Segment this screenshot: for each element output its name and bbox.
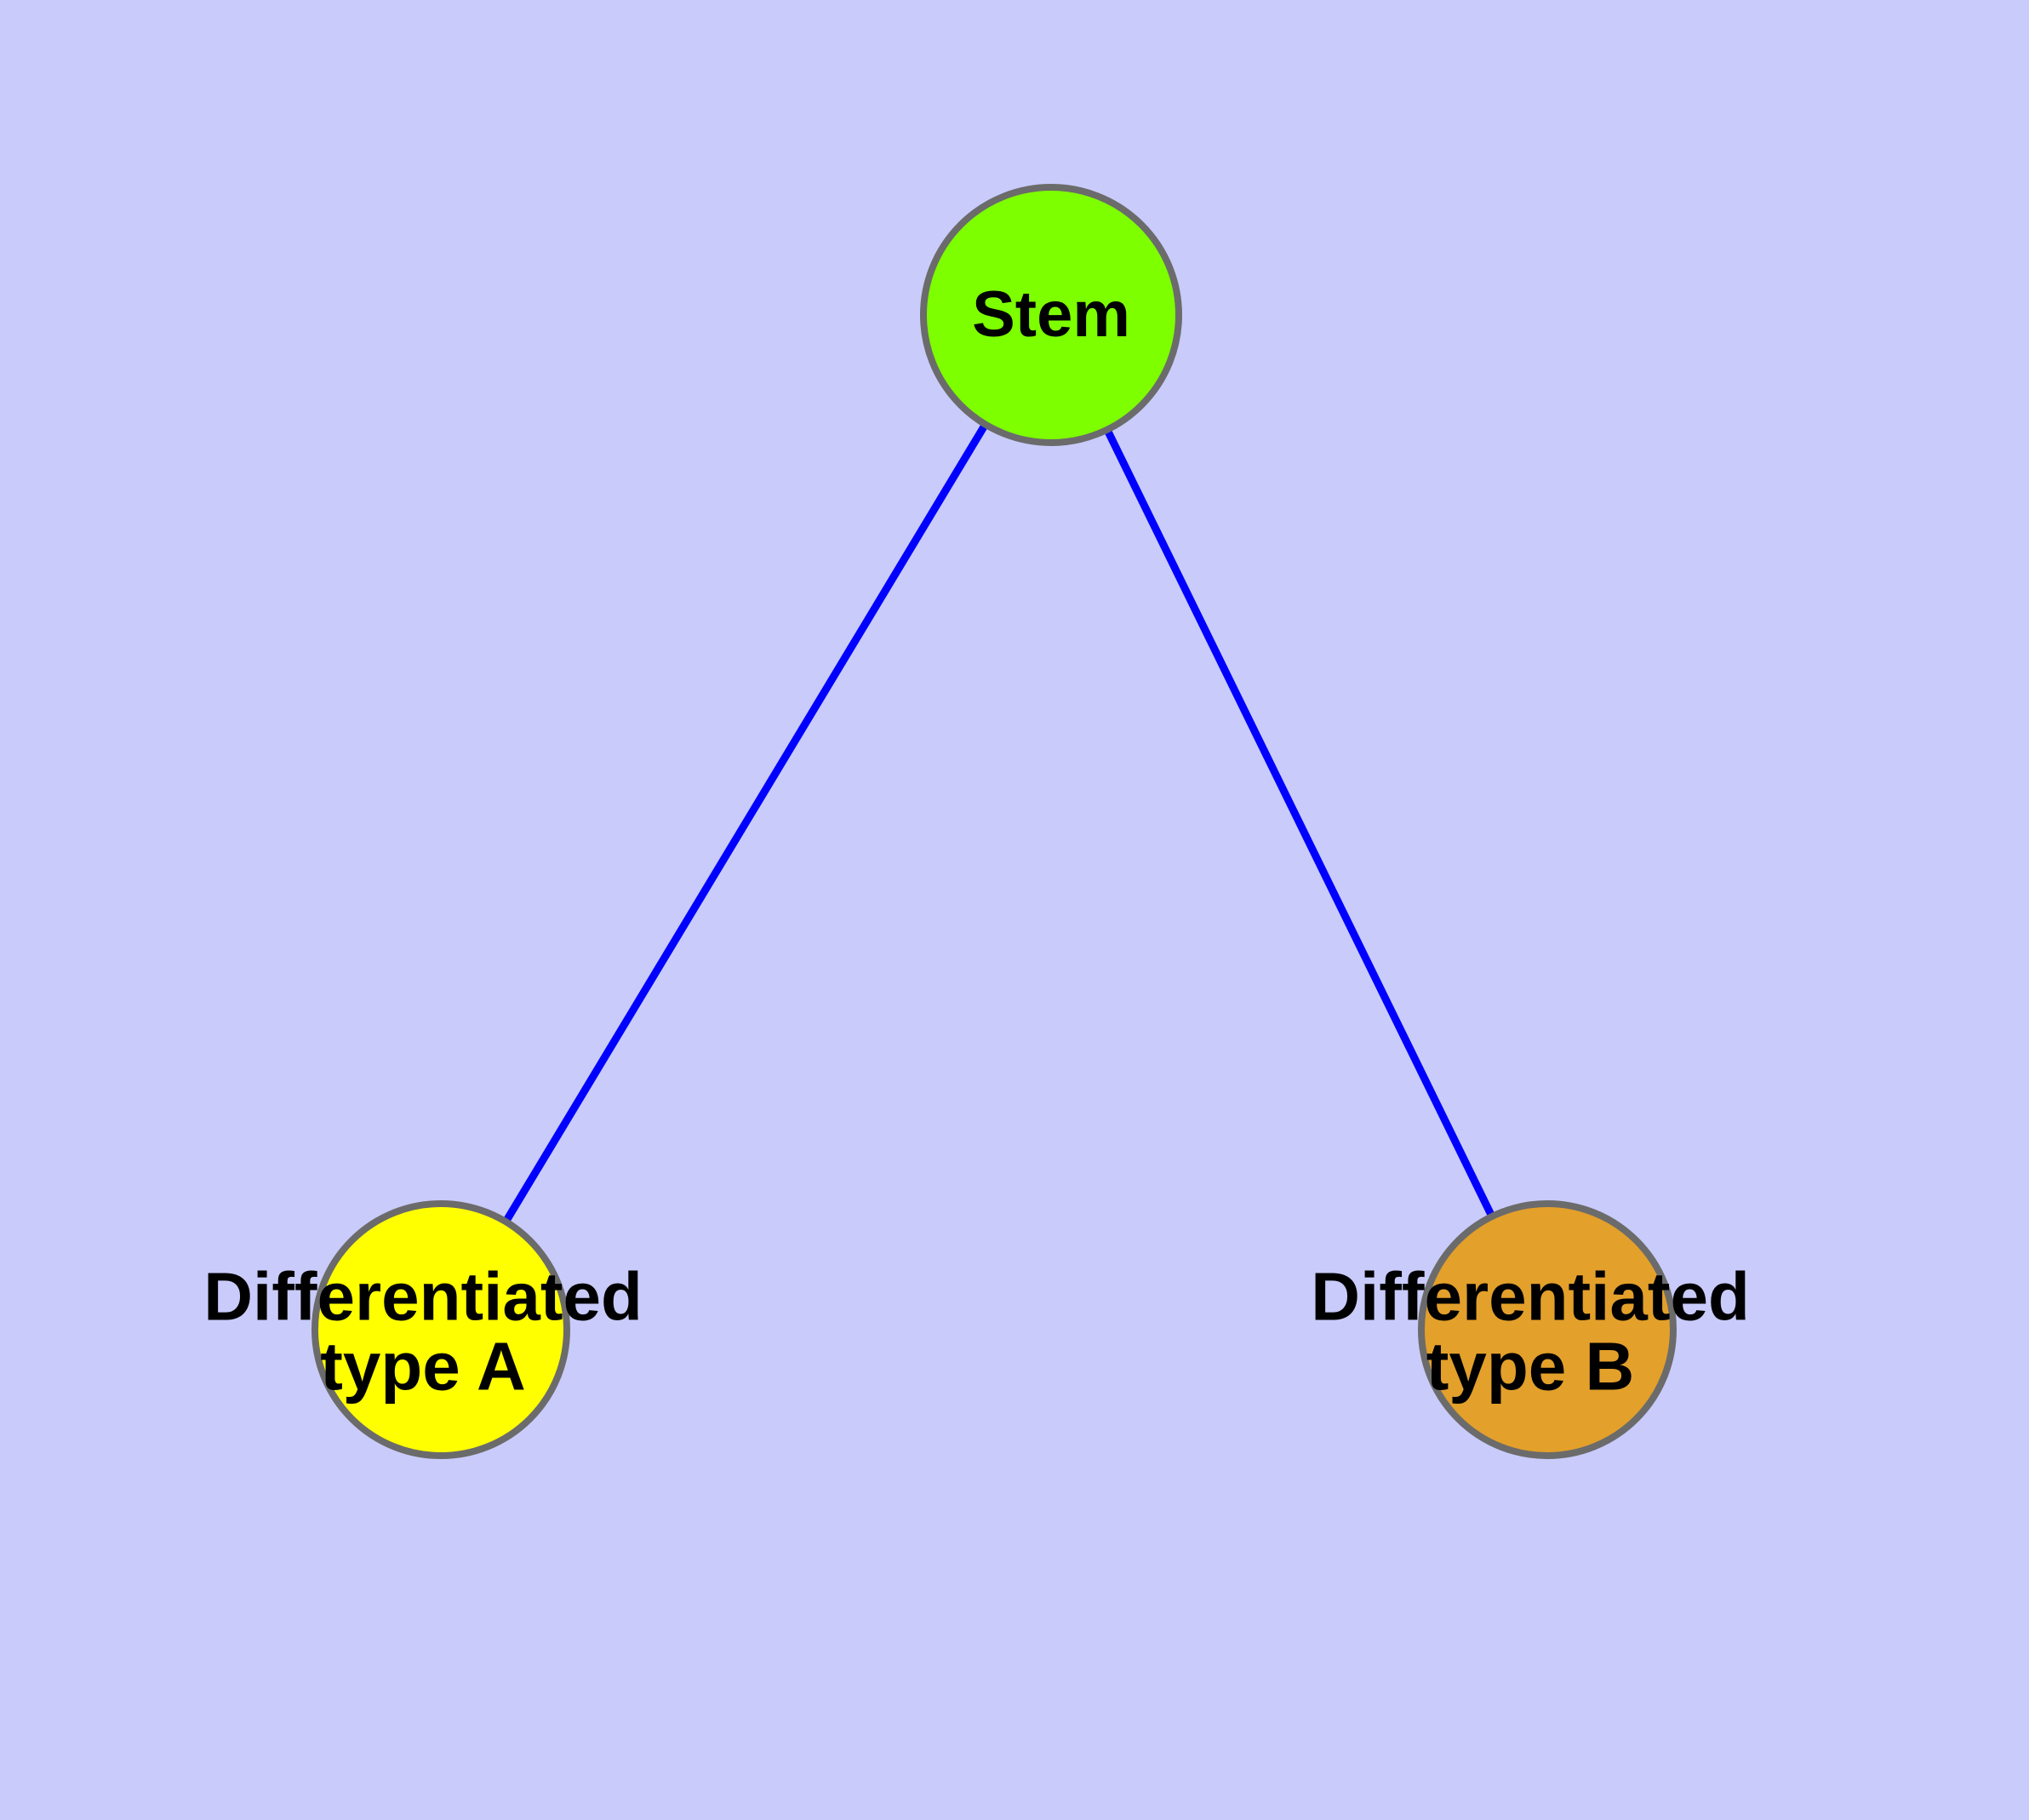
node-circle-diff-a[interactable] <box>311 1200 570 1459</box>
edge-stem-diff-b[interactable] <box>1047 313 1552 1331</box>
node-circle-diff-b[interactable] <box>1418 1200 1677 1459</box>
edge-stem-diff-a[interactable] <box>437 312 1055 1332</box>
nodes-layer <box>311 184 1677 1459</box>
node-circle-stem[interactable] <box>920 184 1182 446</box>
edges-layer <box>437 312 1552 1332</box>
